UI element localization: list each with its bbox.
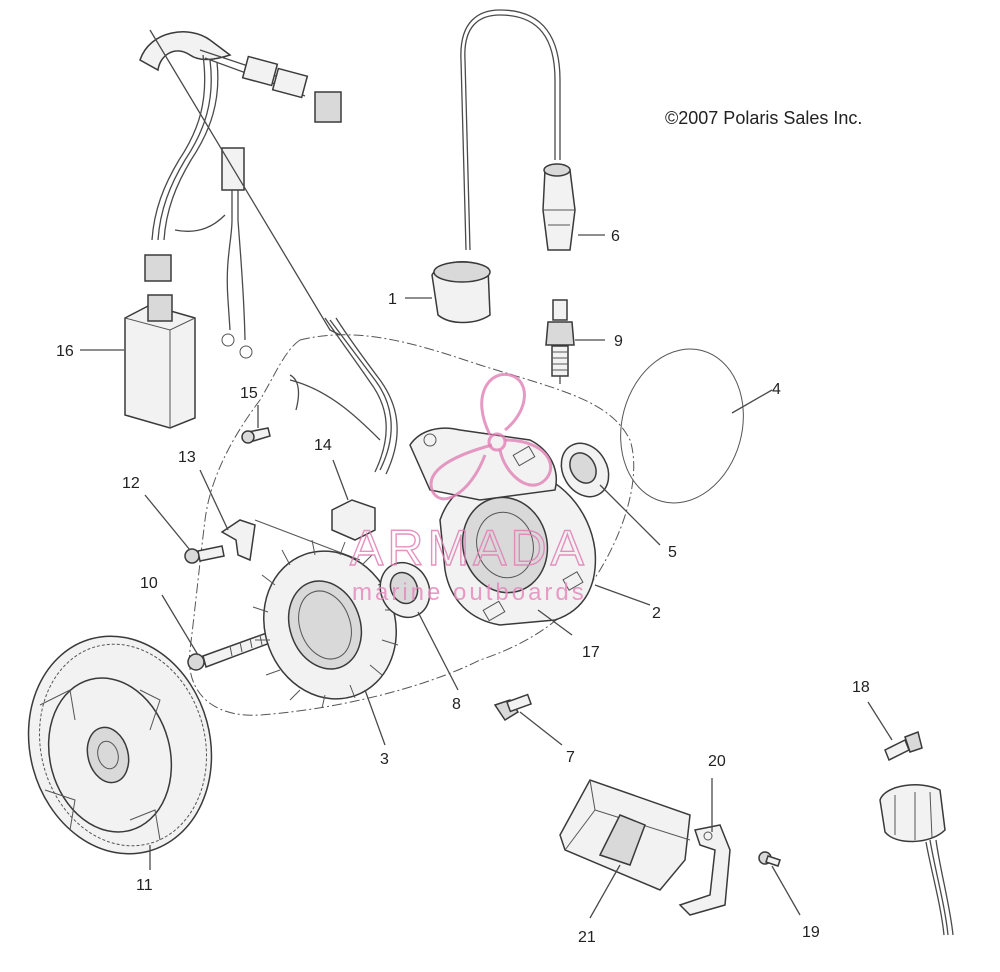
part-19-screw	[758, 851, 781, 867]
callout-labels: 1 2 3 4 5 6 7 8 9 10 11 12 13 14 15 16 1…	[56, 228, 870, 946]
watermark-logo-icon	[429, 372, 553, 501]
callout-4: 4	[772, 381, 781, 398]
callout-13: 13	[178, 449, 196, 466]
callout-12: 12	[122, 475, 140, 492]
part-4-gasket	[620, 348, 744, 504]
callout-10: 10	[140, 575, 158, 592]
callout-20: 20	[708, 753, 726, 770]
part-1-ignition-coil	[431, 9, 561, 324]
callout-11: 11	[136, 877, 153, 894]
part-16-module-box	[124, 294, 196, 429]
callout-16: 16	[56, 343, 74, 360]
part-3-stator	[252, 539, 400, 709]
leader-lines	[80, 234, 893, 919]
part-15-screw	[241, 374, 300, 444]
part-21-module	[559, 779, 691, 891]
watermark: ARMADA marine outboards	[349, 372, 588, 606]
callout-1: 1	[388, 291, 397, 308]
assembly-outline	[188, 334, 635, 716]
part-7-bolt	[493, 693, 533, 722]
wiring-harness	[139, 29, 342, 359]
part-18-bolt	[884, 730, 923, 762]
part-10-bolt	[187, 629, 279, 671]
watermark-brand: ARMADA	[350, 520, 588, 576]
part-9-spark-plug	[545, 299, 575, 384]
part-8-oil-seal	[379, 561, 431, 619]
part-2-housing-plate	[439, 469, 597, 626]
callout-17: 17	[582, 644, 600, 661]
part-14-pickup-sensor	[289, 317, 398, 541]
callout-2: 2	[652, 605, 661, 622]
callout-18: 18	[852, 679, 870, 696]
callout-21: 21	[578, 929, 596, 946]
callout-19: 19	[802, 924, 820, 941]
callout-8: 8	[452, 696, 461, 713]
watermark-tagline: marine outboards	[352, 579, 587, 606]
copyright-text: ©2007 Polaris Sales Inc.	[665, 108, 862, 128]
part-20-bracket	[678, 824, 731, 916]
callout-7: 7	[566, 749, 575, 766]
connector-with-cable	[879, 784, 954, 936]
callout-15: 15	[240, 385, 258, 402]
callout-14: 14	[314, 437, 332, 454]
callout-9: 9	[614, 333, 623, 350]
callout-5: 5	[668, 544, 677, 561]
part-13-clamp	[220, 519, 361, 562]
part-12-bolt	[184, 545, 225, 564]
callout-3: 3	[380, 751, 389, 768]
part-5-seal	[560, 442, 610, 498]
part-11-flywheel	[27, 635, 213, 855]
part-6-spark-plug-cap	[542, 163, 576, 251]
callout-6: 6	[611, 228, 620, 245]
